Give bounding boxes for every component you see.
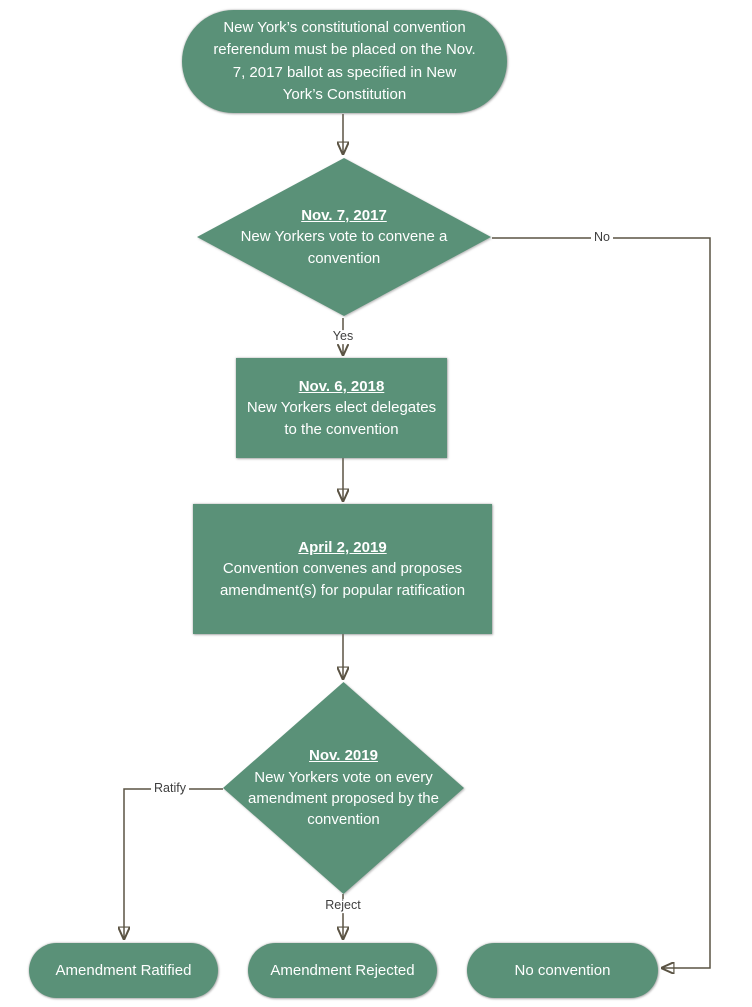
amendment-rejected-text: Amendment Rejected <box>270 961 415 979</box>
start-terminator-text: New York’s constitutional convention ref… <box>213 18 476 104</box>
elect-delegates-process: Nov. 6, 2018 New Yorkers elect delegates… <box>236 358 447 458</box>
no-convention-terminator: No convention <box>467 943 658 998</box>
edge-decision2-ratify <box>124 788 223 938</box>
edge-label-reject: Reject <box>322 898 364 913</box>
amendment-ratified-terminator: Amendment Ratified <box>29 943 218 998</box>
decision-convene-text: New Yorkers vote to convene a convention <box>240 228 448 267</box>
amendment-rejected-terminator: Amendment Rejected <box>248 943 437 998</box>
start-terminator: New York’s constitutional convention ref… <box>182 10 507 113</box>
edge-label-ratify: Ratify <box>151 781 189 796</box>
decision-convene-diamond: Nov. 7, 2017 New Yorkers vote to convene… <box>197 158 491 316</box>
edge-decision1-no <box>492 237 711 968</box>
elect-delegates-text: New Yorkers elect delegates to the conve… <box>246 399 437 438</box>
amendment-ratified-text: Amendment Ratified <box>55 961 192 979</box>
decision-amendments-date: Nov. 2019 <box>309 747 378 765</box>
no-convention-text: No convention <box>514 961 611 979</box>
convention-convenes-text: Convention convenes and proposes amendme… <box>219 560 466 599</box>
decision-convene-wrap: Nov. 7, 2017 New Yorkers vote to convene… <box>197 158 491 316</box>
convention-convenes-date: April 2, 2019 <box>298 539 387 557</box>
edge-label-no: No <box>591 230 613 245</box>
convention-convenes-process: April 2, 2019 Convention convenes and pr… <box>193 504 492 634</box>
decision-amendments-text: New Yorkers vote on every amendment prop… <box>248 768 439 829</box>
decision-amendments-diamond: Nov. 2019 New Yorkers vote on every amen… <box>223 682 464 894</box>
edge-label-yes: Yes <box>329 329 357 344</box>
decision-convene-date: Nov. 7, 2017 <box>301 207 387 225</box>
decision-amendments-wrap: Nov. 2019 New Yorkers vote on every amen… <box>223 682 464 894</box>
elect-delegates-date: Nov. 6, 2018 <box>298 378 385 396</box>
